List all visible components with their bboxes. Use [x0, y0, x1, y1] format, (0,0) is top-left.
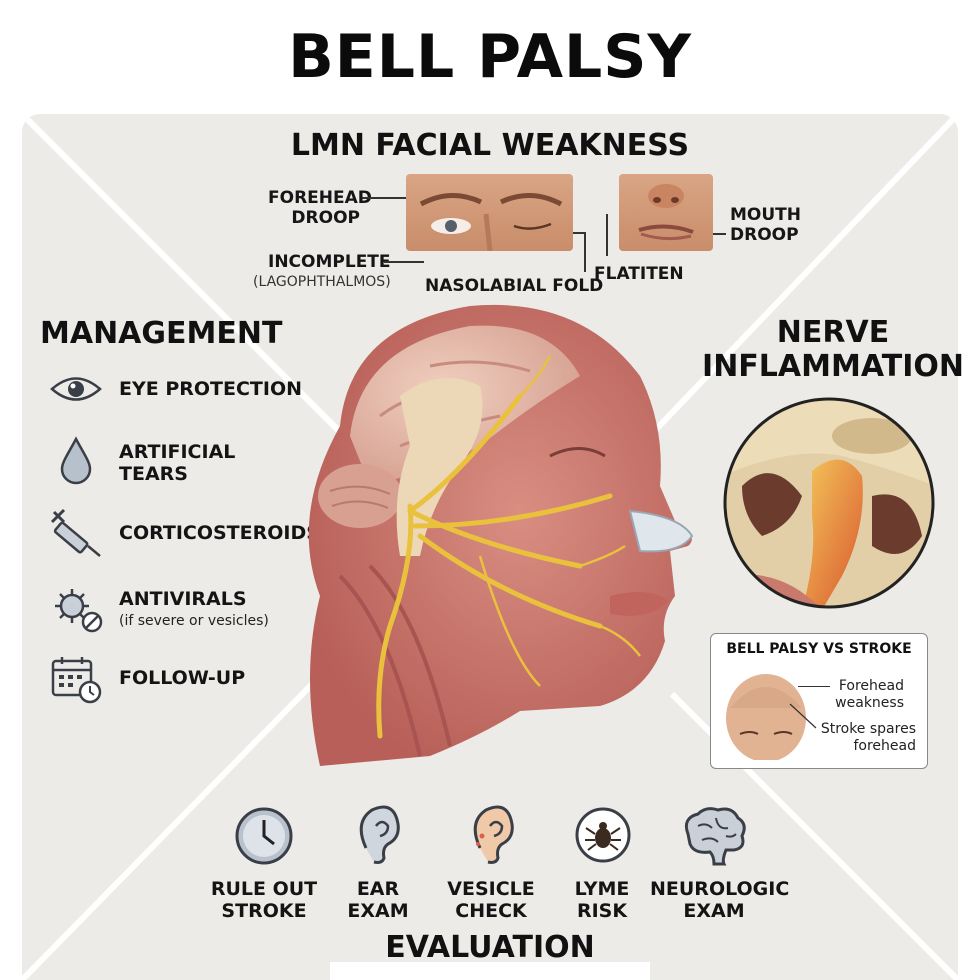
ear-exam-line2: EXAM — [347, 900, 409, 922]
eye-icon — [50, 377, 102, 401]
diagonal-dividers — [22, 114, 958, 980]
stroke-pointer-line — [789, 703, 817, 729]
nerve-heading: NERVE INFLAMMATION — [700, 316, 966, 384]
comparison-note-forehead: Forehead weakness — [818, 678, 904, 712]
ear-icon — [359, 805, 400, 864]
antivirals-sub: (if severe or vesicles) — [119, 613, 269, 629]
note-forehead-line2: weakness — [835, 695, 904, 711]
management-heading: MANAGEMENT — [40, 316, 283, 351]
head-anatomy-illustration — [308, 304, 694, 766]
neuro-line1: NEUROLOGIC — [650, 878, 790, 900]
evaluation-item-lyme-risk: LYME RISK — [556, 878, 648, 922]
calendar-clock-icon — [51, 657, 102, 704]
forehead-droop-label: FOREHEAD DROOP — [268, 188, 372, 228]
ear-vesicle-icon — [473, 805, 514, 864]
water-drop-icon — [60, 436, 92, 485]
eyes-photo — [406, 174, 573, 251]
lyme-line1: LYME — [574, 878, 630, 900]
management-item-artificial-tears: ARTIFICIAL TEARS — [119, 441, 235, 485]
mouth-droop-line1: MOUTH — [730, 205, 801, 225]
comparison-heading: BELL PALSY VS STROKE — [726, 641, 912, 657]
face-comparison-photo — [726, 674, 806, 760]
artificial-tears-line1: ARTIFICIAL — [119, 441, 236, 463]
bottom-tab — [330, 962, 650, 980]
note-stroke-line2: forehead — [853, 738, 916, 754]
management-item-corticosteroids: CORTICOSTEROIDS — [119, 522, 320, 544]
artificial-tears-line2: TEARS — [119, 463, 188, 485]
nerve-inflammation-closeup — [723, 397, 935, 609]
incomplete-label: INCOMPLETE — [268, 252, 391, 272]
syringe-icon — [50, 508, 101, 557]
evaluation-item-ear-exam: EAR EXAM — [330, 878, 426, 922]
evaluation-heading: EVALUATION — [385, 930, 595, 965]
mouth-droop-label: MOUTH DROOP — [730, 205, 801, 245]
flatten-label: FLATITEN — [594, 264, 684, 284]
brain-icon — [684, 807, 746, 866]
management-item-antivirals: ANTIVIRALS (if severe or vesicles) — [119, 588, 269, 632]
clock-icon — [235, 807, 293, 865]
vesicle-line1: VESICLE — [447, 878, 535, 900]
mouth-droop-line2: DROOP — [730, 225, 799, 245]
tick-icon — [575, 807, 631, 863]
lmn-heading: LMN FACIAL WEAKNESS — [290, 128, 690, 163]
neuro-line2: EXAM — [683, 900, 745, 922]
note-stroke-line1: Stroke spares — [820, 721, 916, 737]
evaluation-item-neurologic-exam: NEUROLOGIC EXAM — [650, 878, 789, 922]
management-item-eye-protection: EYE PROTECTION — [119, 378, 303, 400]
antivirals-label: ANTIVIRALS — [119, 588, 247, 610]
page-title: BELL PALSY — [288, 22, 692, 92]
rule-out-line1: RULE OUT — [210, 878, 318, 900]
rule-out-line2: STROKE — [221, 900, 307, 922]
management-item-follow-up: FOLLOW-UP — [119, 667, 246, 689]
evaluation-item-vesicle-check: VESICLE CHECK — [438, 878, 544, 922]
nerve-heading-line2: INFLAMMATION — [702, 349, 964, 384]
ear-exam-line1: EAR — [356, 878, 400, 900]
evaluation-item-rule-out-stroke: RULE OUT STROKE — [204, 878, 324, 922]
comparison-note-stroke: Stroke spares forehead — [808, 721, 916, 755]
virus-icon — [55, 589, 103, 633]
nerve-heading-line1: NERVE — [776, 315, 890, 350]
forehead-droop-line2: DROOP — [291, 208, 360, 228]
nasolabial-fold-label: NASOLABIAL FOLD — [425, 276, 604, 296]
note-forehead-line1: Forehead — [838, 678, 904, 694]
lagophthalmos-label: (LAGOPHTHALMOS) — [253, 274, 391, 290]
lyme-line2: RISK — [576, 900, 628, 922]
vesicle-line2: CHECK — [455, 900, 527, 922]
forehead-droop-line1: FOREHEAD — [268, 188, 372, 208]
mouth-photo — [619, 174, 713, 251]
